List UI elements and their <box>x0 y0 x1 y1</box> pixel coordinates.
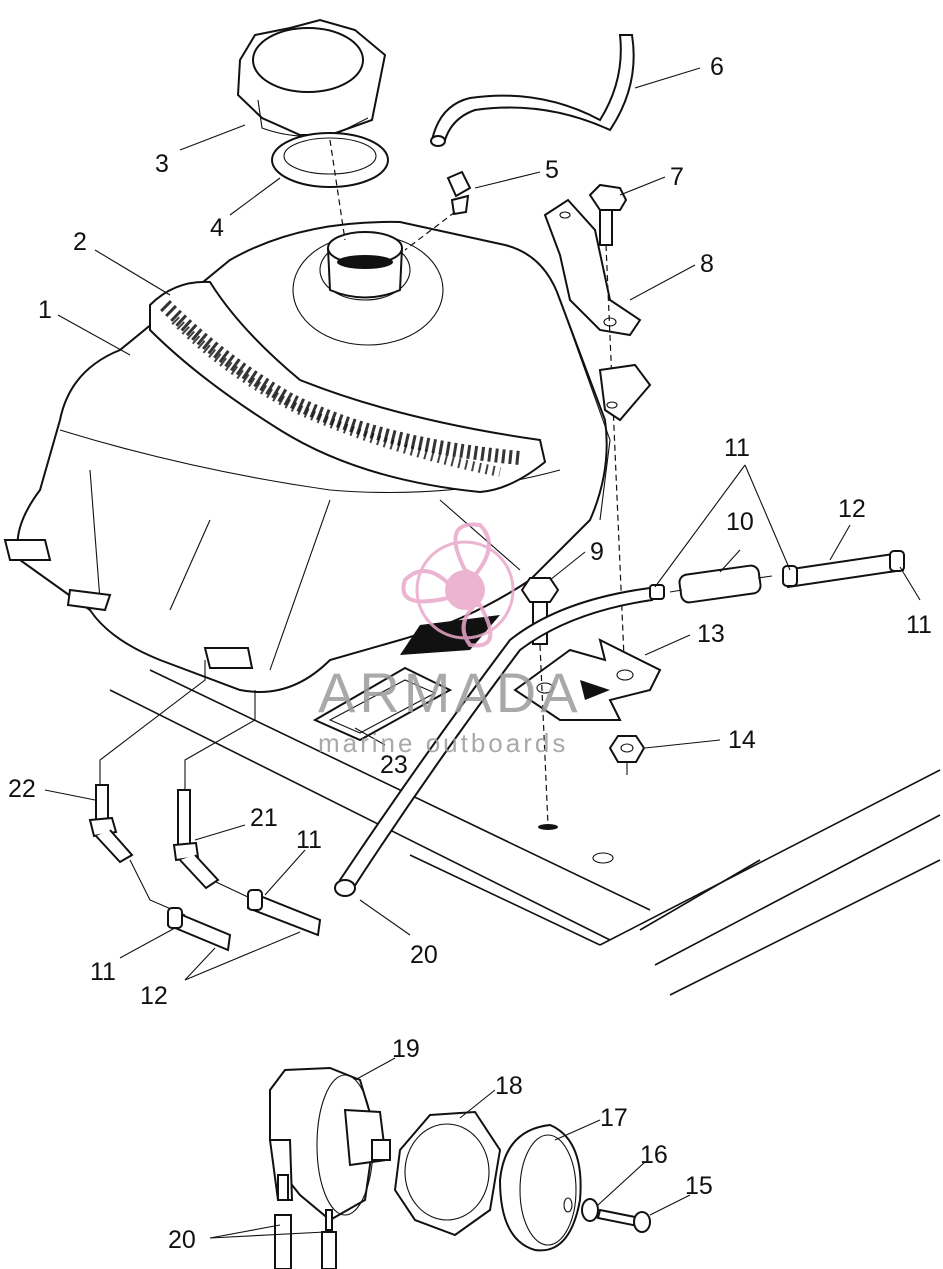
callout-17: 17 <box>600 1104 628 1132</box>
leader-lines <box>44 67 921 1239</box>
fitting-21 <box>172 789 220 890</box>
callout-15: 15 <box>685 1172 713 1200</box>
screw-15 <box>596 1208 651 1233</box>
callout-3: 3 <box>155 150 169 178</box>
callout-12a: 12 <box>838 495 866 523</box>
callout-11b: 11 <box>906 611 932 639</box>
callout-21: 21 <box>250 804 278 832</box>
cover-17 <box>498 1123 582 1252</box>
rubber-pad <box>312 666 453 742</box>
fuel-filter <box>669 564 773 604</box>
gasket-18 <box>393 1110 502 1237</box>
watermark-brand: ARMADA <box>318 661 582 724</box>
callout-labels: 1 2 3 4 5 6 7 8 9 10 11 12 11 13 14 23 2… <box>8 53 932 1254</box>
propeller-logo-icon <box>401 522 515 648</box>
fuel-tank <box>3 220 611 693</box>
watermark: ARMADA marine outboards <box>318 522 582 758</box>
callout-8: 8 <box>700 250 714 278</box>
callout-12b: 12 <box>140 982 168 1010</box>
callout-11d: 11 <box>90 958 116 986</box>
callout-18: 18 <box>495 1072 523 1100</box>
cap-gasket <box>271 132 389 188</box>
vent-hose <box>430 34 635 147</box>
fuel-pump-19 <box>268 1066 391 1222</box>
callout-7: 7 <box>670 163 684 191</box>
callout-22: 22 <box>8 775 36 803</box>
callout-4: 4 <box>210 214 224 242</box>
callout-2: 2 <box>73 228 87 256</box>
fitting-22 <box>88 784 134 864</box>
callout-20a: 20 <box>410 941 438 969</box>
hoses-left <box>129 859 322 952</box>
callout-5: 5 <box>545 156 559 184</box>
callout-6: 6 <box>710 53 724 81</box>
nut-14 <box>608 735 646 775</box>
hose-12-right <box>782 550 905 589</box>
watermark-tagline: marine outboards <box>318 728 568 758</box>
washer-16 <box>581 1198 599 1222</box>
fuel-cap <box>236 18 387 137</box>
callout-19: 19 <box>392 1035 420 1063</box>
frame-rails <box>109 669 941 996</box>
callout-20b: 20 <box>168 1226 196 1254</box>
callout-1: 1 <box>38 296 52 324</box>
callout-16: 16 <box>640 1141 668 1169</box>
callout-14: 14 <box>728 726 756 754</box>
vent-fitting <box>446 170 472 216</box>
callout-11c: 11 <box>296 826 322 854</box>
callout-10: 10 <box>726 508 754 536</box>
callout-23: 23 <box>380 751 408 779</box>
callout-11a: 11 <box>724 434 750 462</box>
mount-plate <box>513 638 662 721</box>
bolt-7 <box>588 183 628 246</box>
fuel-line-main <box>334 584 665 897</box>
callout-9: 9 <box>590 538 604 566</box>
dashed-connectors <box>99 660 256 790</box>
pump-lines-20 <box>274 1209 337 1269</box>
callout-13: 13 <box>697 620 725 648</box>
